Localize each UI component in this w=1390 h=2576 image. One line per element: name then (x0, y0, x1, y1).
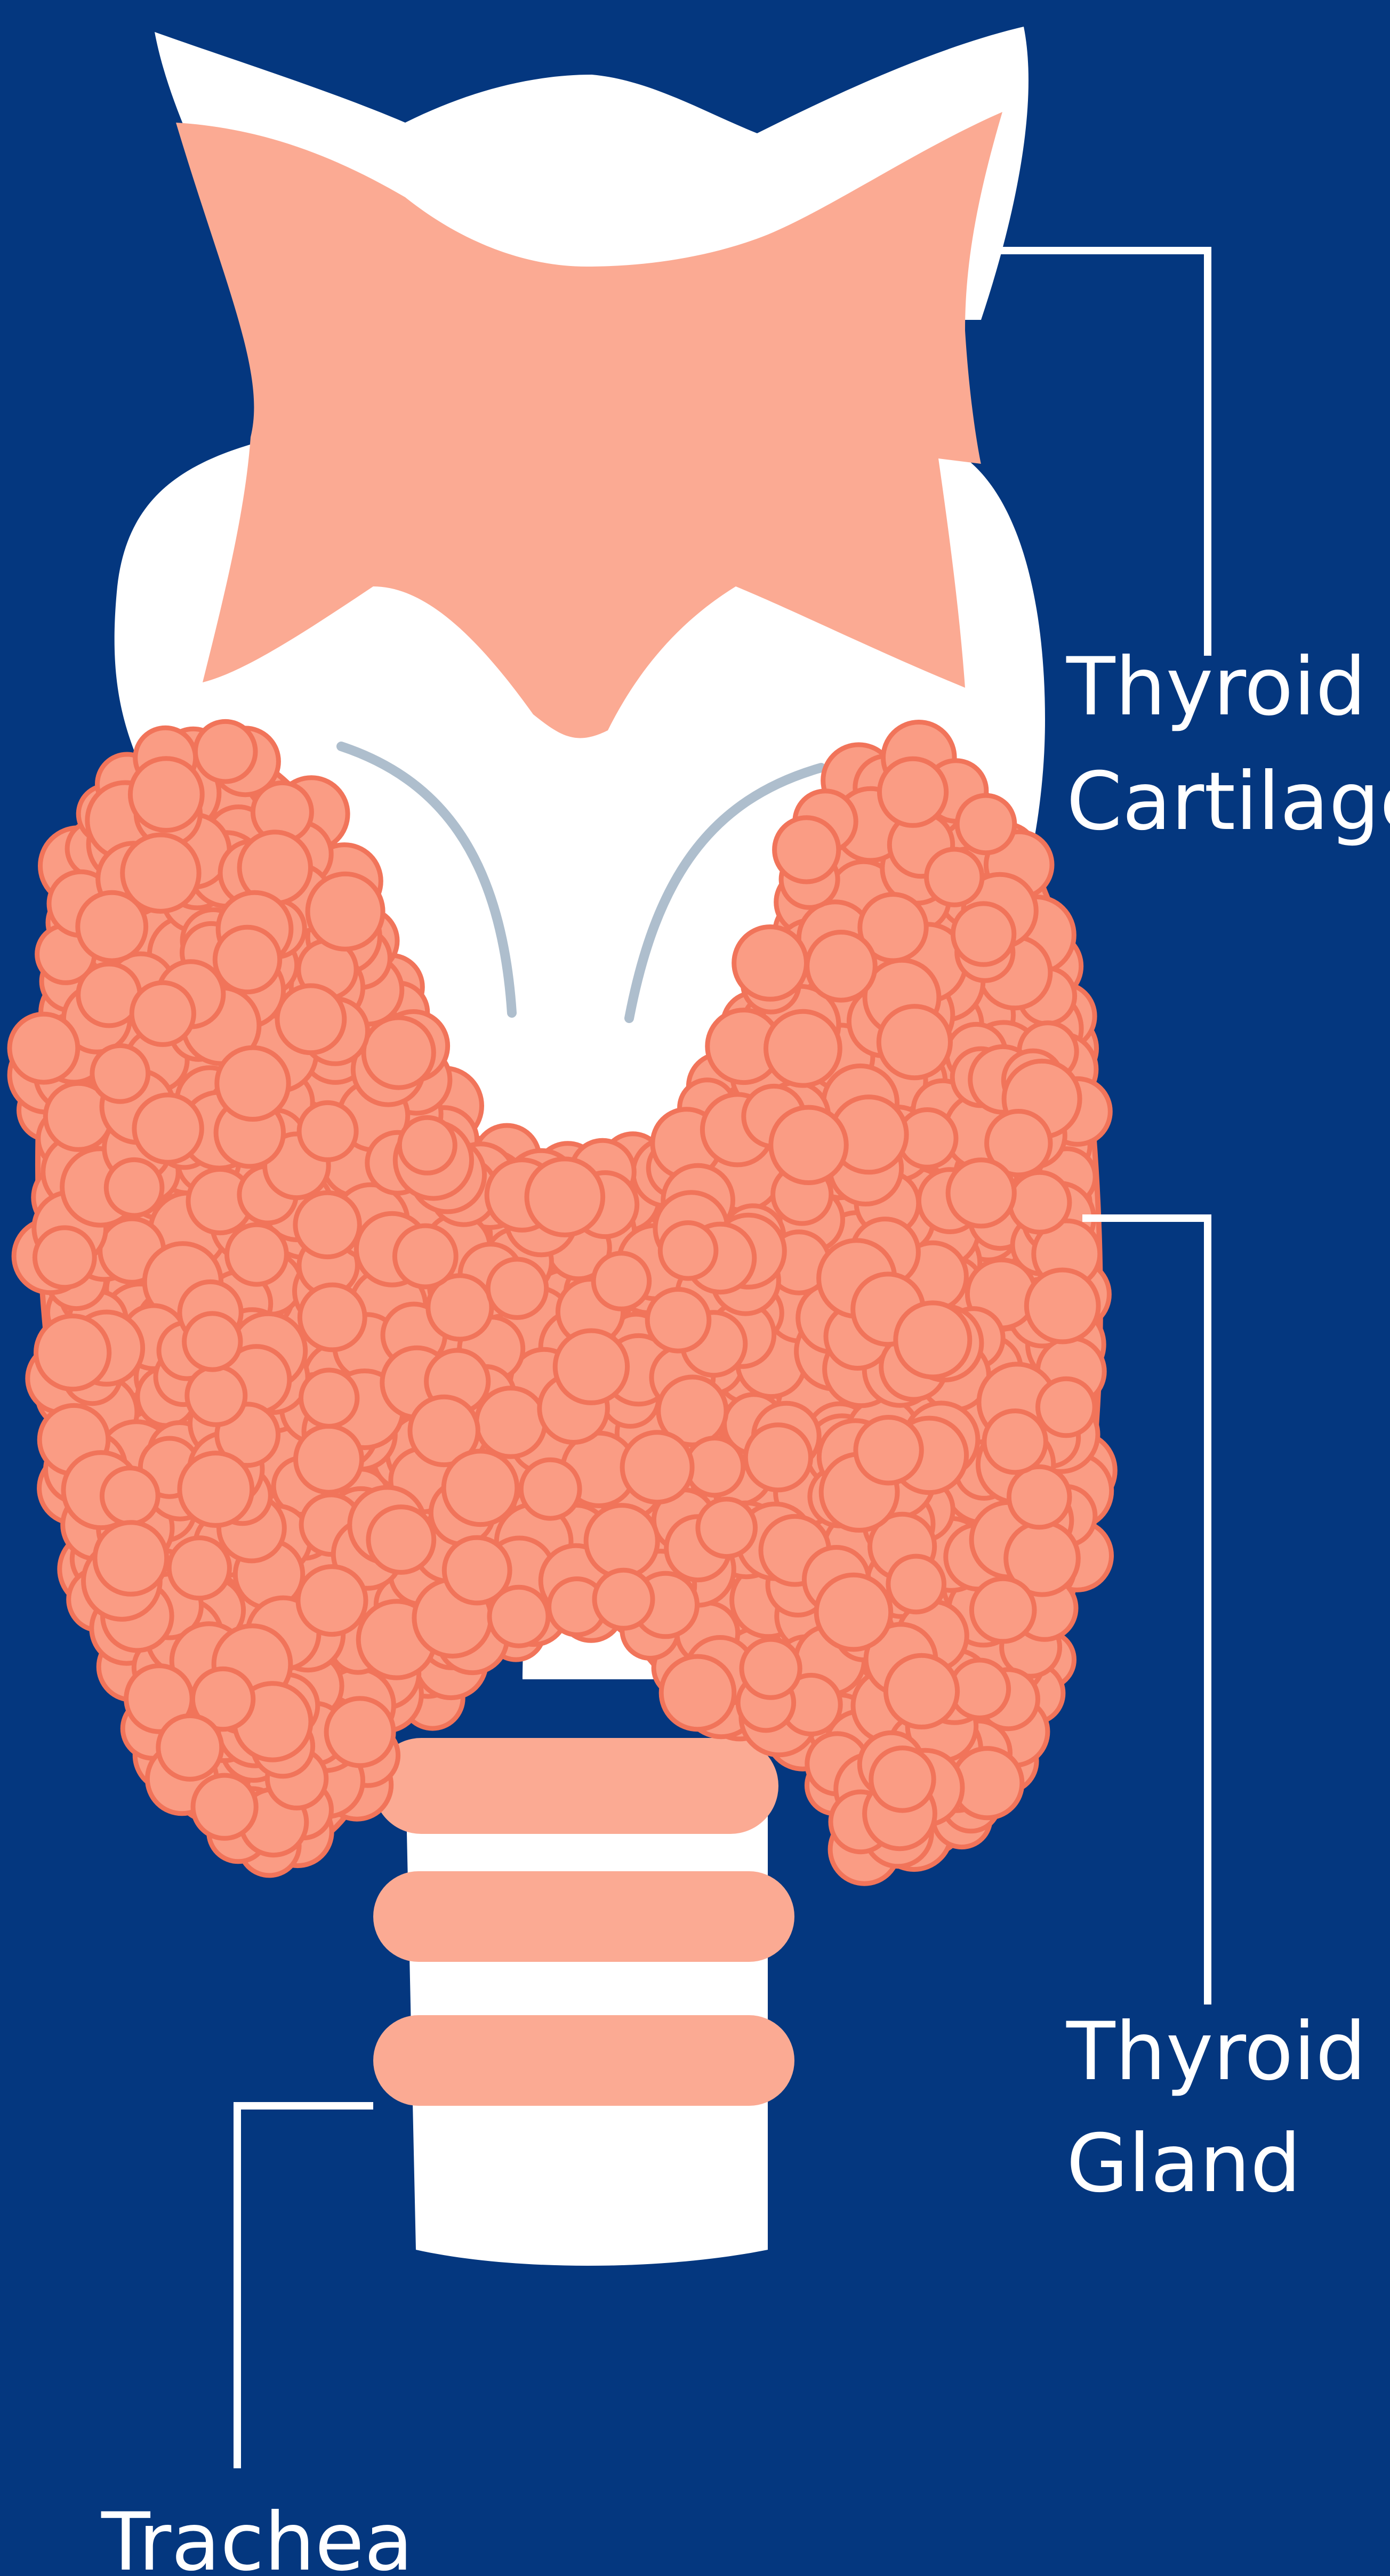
thyroid-follicle (745, 1425, 810, 1490)
thyroid-follicle (742, 1639, 800, 1697)
thyroid-follicle (647, 1290, 709, 1351)
thyroid-follicle (622, 1432, 692, 1502)
thyroid-follicle (130, 759, 202, 831)
thyroid-follicle (301, 1370, 357, 1426)
thyroid-follicle (169, 1538, 229, 1598)
thyroid-follicle (856, 1418, 921, 1483)
thyroid-follicle (807, 932, 875, 1001)
thyroid-follicle (180, 1453, 252, 1526)
thyroid-follicle (971, 1579, 1034, 1641)
thyroid-follicle (300, 1285, 365, 1350)
thyroid-gland-label-line-2: Gland (1066, 2118, 1301, 2210)
thyroid-follicle (660, 1223, 716, 1279)
thyroid-follicle (106, 1160, 162, 1215)
thyroid-follicle (193, 1775, 256, 1838)
thyroid-cartilage-label-line-1: Thyroid (1066, 641, 1367, 734)
thyroid-follicle (984, 1411, 1046, 1472)
thyroid-follicle (35, 1228, 94, 1287)
thyroid-follicle (871, 1748, 934, 1810)
thyroid-follicle (158, 1716, 222, 1779)
thyroid-cartilage-label-line-2: Cartilage (1066, 755, 1390, 848)
thyroid-follicle (766, 1011, 840, 1085)
thyroid-follicle (399, 1117, 455, 1173)
thyroid-follicle (368, 1507, 434, 1573)
thyroid-follicle (927, 849, 982, 905)
thyroid-follicle (527, 1159, 603, 1235)
thyroid-follicle (1009, 1467, 1070, 1527)
thyroid-follicle (36, 1316, 109, 1389)
thyroid-follicle (1038, 1379, 1095, 1436)
thyroid-follicle (948, 1160, 1014, 1226)
thyroid-follicle (326, 1698, 393, 1766)
thyroid-follicle (698, 1499, 756, 1557)
thyroid-follicle (298, 1567, 366, 1635)
thyroid-follicle (771, 1107, 846, 1182)
thyroid-follicle (184, 1314, 240, 1370)
thyroid-follicle (296, 1426, 362, 1492)
thyroid-follicle (686, 1438, 743, 1495)
thyroid-follicle (395, 1226, 456, 1287)
thyroid-follicle (123, 835, 199, 911)
thyroid-follicle (195, 721, 255, 782)
thyroid-follicle (734, 927, 807, 1000)
thyroid-follicle (299, 1102, 356, 1160)
trachea-ring (373, 1871, 794, 1962)
thyroid-follicle (308, 874, 383, 949)
thyroid-follicle (10, 1014, 78, 1082)
thyroid-follicle (102, 1468, 158, 1524)
thyroid-follicle (880, 759, 946, 825)
trachea-ring (373, 2015, 794, 2106)
thyroid-follicle (295, 1193, 359, 1257)
thyroid-follicle (132, 983, 194, 1044)
thyroid-follicle (816, 1575, 891, 1649)
thyroid-follicle (1010, 1172, 1070, 1232)
thyroid-follicle (95, 1523, 167, 1595)
thyroid-follicle (215, 927, 279, 992)
thyroid-follicle (661, 1656, 734, 1729)
thyroid-follicle (217, 1048, 288, 1119)
thyroid-follicle (953, 904, 1014, 964)
thyroid-follicle (879, 1007, 950, 1078)
thyroid-follicle (957, 795, 1015, 853)
trachea-tube (405, 1759, 768, 2266)
thyroid-follicle (364, 1018, 433, 1088)
thyroid-follicle (187, 1366, 245, 1424)
thyroid-follicle (586, 1506, 657, 1577)
thyroid-follicle (555, 1331, 627, 1403)
thyroid-follicle (92, 1045, 148, 1101)
thyroid-follicle (227, 1225, 287, 1284)
thyroid-follicle (277, 986, 344, 1053)
thyroid-follicle (1026, 1270, 1098, 1342)
thyroid-gland-label-line-1: Thyroid (1066, 2006, 1367, 2098)
thyroid-follicle (886, 1655, 957, 1727)
thyroid-follicle (775, 818, 839, 882)
thyroid-follicle (134, 1095, 202, 1162)
thyroid-follicle (488, 1259, 546, 1317)
trachea-ring (373, 1738, 778, 1834)
thyroid-follicle (896, 1303, 970, 1377)
trachea-label: Trachea (101, 2496, 413, 2576)
thyroid-follicle (477, 1388, 545, 1457)
thyroid-follicle (444, 1537, 510, 1603)
thyroid-follicle (888, 1556, 944, 1612)
thyroid-follicle (444, 1451, 517, 1525)
thyroid-follicle (521, 1460, 580, 1518)
thyroid-follicle (594, 1570, 653, 1628)
thyroid-follicle (593, 1253, 649, 1309)
